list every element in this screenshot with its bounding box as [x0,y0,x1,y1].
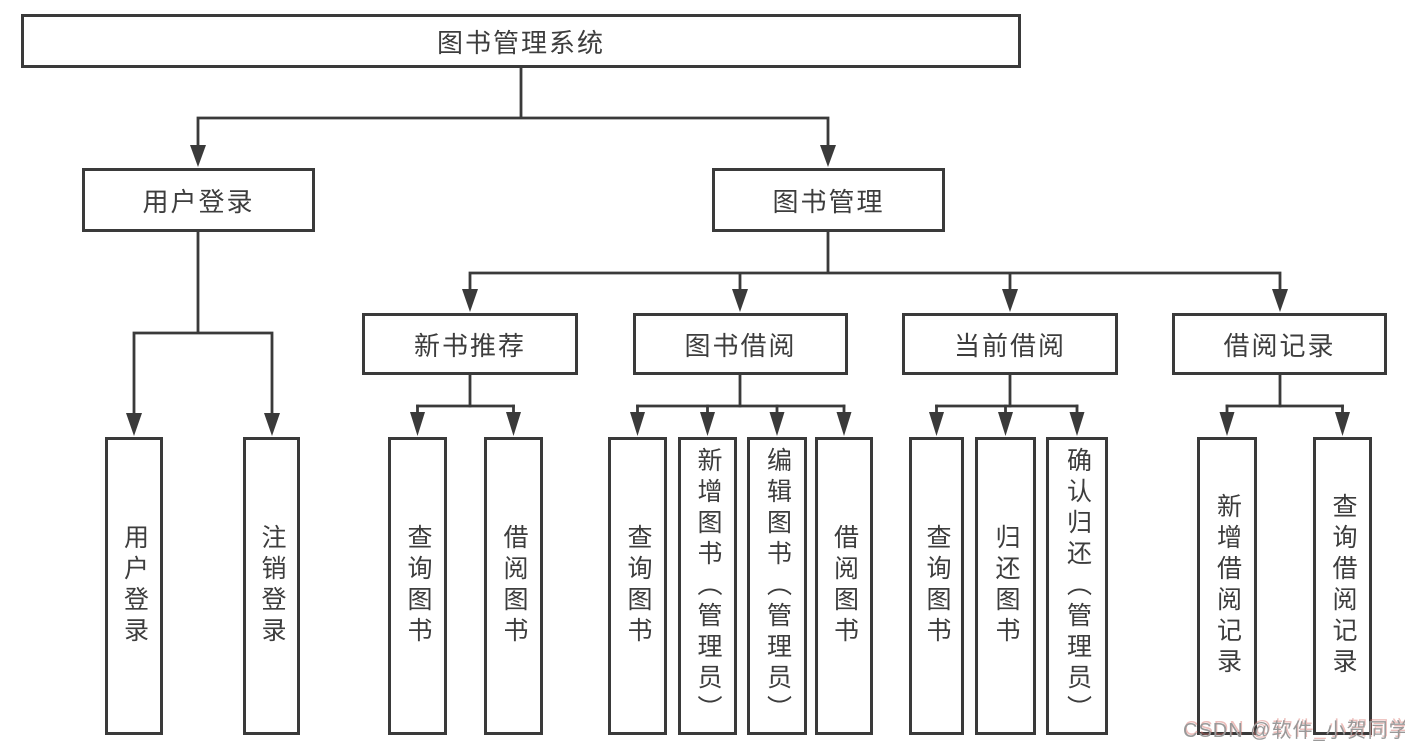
node-library-system-label: 图书管理系统 [436,27,605,58]
node-book-management-label: 图书管理 [772,186,885,217]
leaf-edit-books-admin: 编辑图书（管理员） [747,437,807,735]
leaf-query-books-current: 查询图书 [909,437,964,735]
node-user-login: 用户登录 [82,168,315,232]
node-new-book-recommendation: 新书推荐 [362,313,578,375]
arrowheads [126,145,1350,436]
leaf-query-books-current-label: 查询图书 [923,524,951,648]
leaf-add-books-admin: 新增图书（管理员） [678,437,737,735]
leaf-query-borrow-record-label: 查询借阅记录 [1329,493,1357,679]
leaf-return-books: 归还图书 [975,437,1036,735]
node-user-login-label: 用户登录 [142,186,255,217]
leaf-logout-label: 注销登录 [258,524,286,648]
leaf-confirm-return-admin-label: 确认归还（管理员） [1063,446,1092,726]
leaf-query-books-recommend: 查询图书 [388,437,447,735]
node-new-book-recommendation-label: 新书推荐 [413,330,526,361]
leaf-query-books-borrowing: 查询图书 [608,437,667,735]
leaf-query-books-recommend-label: 查询图书 [404,524,432,648]
watermark: CSDN @软件_小贺同学 [1183,720,1405,742]
leaf-edit-books-admin-label: 编辑图书（管理员） [763,446,792,726]
node-borrowing-records-label: 借阅记录 [1223,330,1336,361]
leaf-user-login-label: 用户登录 [120,524,149,648]
leaf-confirm-return-admin: 确认归还（管理员） [1046,437,1108,735]
leaf-query-borrow-record: 查询借阅记录 [1313,437,1372,735]
leaf-borrow-books-recommend: 借阅图书 [484,437,543,735]
leaf-add-borrow-record: 新增借阅记录 [1197,437,1257,735]
leaf-add-books-admin-label: 新增图书（管理员） [694,446,722,726]
leaf-borrow-books-recommend-label: 借阅图书 [500,524,528,648]
leaf-user-login: 用户登录 [105,437,163,735]
node-current-borrowing-label: 当前借阅 [953,330,1066,361]
leaf-query-books-borrowing-label: 查询图书 [624,524,652,648]
node-book-management: 图书管理 [712,168,945,232]
connector-paths [132,66,1344,417]
leaf-add-borrow-record-label: 新增借阅记录 [1213,493,1242,679]
leaf-return-books-label: 归还图书 [992,524,1020,648]
leaf-logout: 注销登录 [243,437,300,735]
node-library-system: 图书管理系统 [21,14,1021,68]
leaf-borrow-books-borrowing: 借阅图书 [815,437,873,735]
node-current-borrowing: 当前借阅 [902,313,1118,375]
leaf-borrow-books-borrowing-label: 借阅图书 [830,524,859,648]
node-book-borrowing-label: 图书借阅 [684,330,797,361]
node-book-borrowing: 图书借阅 [633,313,848,375]
node-borrowing-records: 借阅记录 [1172,313,1387,375]
